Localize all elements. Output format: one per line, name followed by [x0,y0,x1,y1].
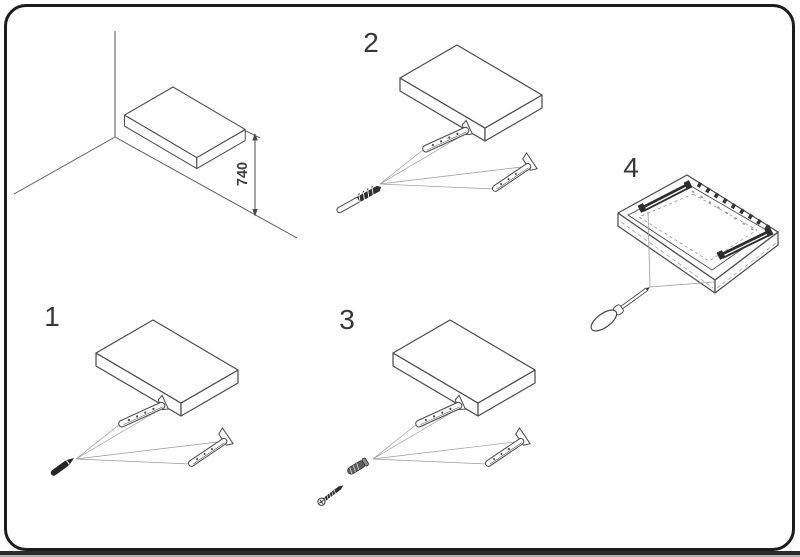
step-1-number: 1 [44,301,60,332]
step-4-panel: 4 [590,152,779,332]
page-bottom-edge [0,551,800,555]
step-2-number: 2 [363,27,379,58]
shelf [95,319,239,417]
shelf [399,44,543,142]
mounting-hardware [75,394,234,472]
step-4-number: 4 [623,152,639,183]
wall-plug [347,457,369,475]
shelf [124,86,246,170]
screw [317,485,344,506]
room-corner-lines [13,31,298,239]
step-2-panel: 2 [336,27,543,214]
overview-panel: 740 [13,31,298,239]
step-3-number: 3 [339,304,355,335]
drill-bit [336,185,381,214]
step-1-panel: 1 [44,301,239,476]
mounting-rail-left [637,180,693,213]
shelf-underside [617,174,779,294]
page-bottom-edge-highlight [0,555,800,557]
mounting-hardware [379,119,538,197]
dimension-line: 740 [235,130,261,217]
height-dimension-label: 740 [235,162,251,186]
mounting-rail-right [716,227,774,260]
screwdriver [590,211,715,332]
pencil [50,458,74,476]
mounting-hardware [372,394,531,472]
shelf [392,319,536,417]
step-3-panel: 3 [317,304,536,506]
